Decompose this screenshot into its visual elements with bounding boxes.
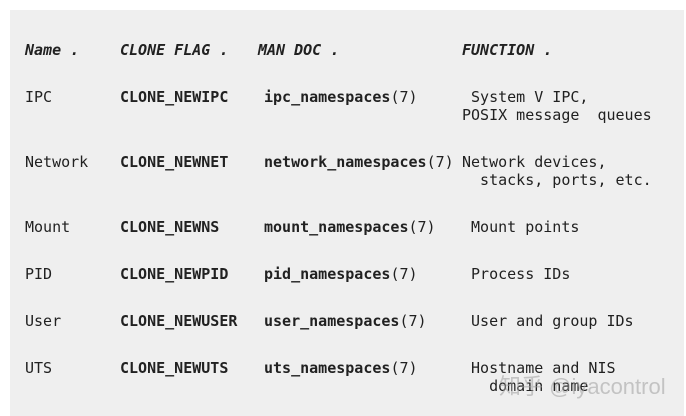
man-page-name: mount_namespaces	[264, 218, 409, 236]
table-row: User CLONE_NEWUSER user_namespaces(7) Us…	[0, 312, 686, 330]
man-page-name: user_namespaces	[264, 312, 400, 330]
table-header-row: Name . CLONE FLAG . MAN DOC . FUNCTION .	[0, 41, 686, 59]
man-page-name: uts_namespaces	[264, 359, 391, 377]
cell-name: IPC	[25, 88, 53, 106]
cell-man-doc: user_namespaces(7)	[264, 312, 427, 330]
cell-clone-flag: CLONE_NEWUSER	[120, 312, 238, 330]
table-panel	[10, 10, 684, 416]
cell-clone-flag: CLONE_NEWNET	[120, 153, 229, 171]
cell-function: Process IDs	[462, 265, 571, 283]
cell-man-doc: uts_namespaces(7)	[264, 359, 418, 377]
cell-clone-flag: CLONE_NEWIPC	[120, 88, 229, 106]
cell-name: PID	[25, 265, 53, 283]
table-row: Mount CLONE_NEWNS mount_namespaces(7) Mo…	[0, 218, 686, 236]
man-page-section: (7)	[390, 359, 418, 377]
man-page-name: pid_namespaces	[264, 265, 391, 283]
cell-name: User	[25, 312, 62, 330]
header-clone-flag: CLONE FLAG .	[120, 41, 229, 59]
cell-clone-flag: CLONE_NEWPID	[120, 265, 229, 283]
cell-function: Network devices, stacks, ports, etc.	[462, 153, 652, 189]
header-name: Name .	[25, 41, 80, 59]
man-page-section: (7)	[390, 265, 418, 283]
cell-function: Mount points	[462, 218, 580, 236]
man-page-section: (7)	[426, 153, 454, 171]
cell-name: Network	[25, 153, 89, 171]
header-function: FUNCTION .	[462, 41, 553, 59]
man-page-section: (7)	[390, 88, 418, 106]
cell-clone-flag: CLONE_NEWUTS	[120, 359, 229, 377]
zhihu-watermark: 知乎 @iyacontrol	[499, 374, 666, 399]
header-man-doc: MAN DOC .	[258, 41, 340, 59]
cell-name: Mount	[25, 218, 71, 236]
cell-man-doc: mount_namespaces(7)	[264, 218, 436, 236]
table-row: PID CLONE_NEWPID pid_namespaces(7) Proce…	[0, 265, 686, 283]
cell-man-doc: ipc_namespaces(7)	[264, 88, 418, 106]
cell-clone-flag: CLONE_NEWNS	[120, 218, 220, 236]
cell-man-doc: network_namespaces(7)	[264, 153, 454, 171]
cell-function: System V IPC, POSIX message queues	[462, 88, 652, 124]
man-page-section: (7)	[408, 218, 436, 236]
man-page-section: (7)	[399, 312, 427, 330]
cell-function: Hostname and NIS domain name	[471, 359, 616, 395]
man-page-name: ipc_namespaces	[264, 88, 391, 106]
table-row: UTS CLONE_NEWUTS uts_namespaces(7) Hostn…	[0, 359, 686, 395]
cell-name: UTS	[25, 359, 53, 377]
cell-man-doc: pid_namespaces(7)	[264, 265, 418, 283]
cell-function: User and group IDs	[462, 312, 634, 330]
table-row: IPC CLONE_NEWIPC ipc_namespaces(7) Syste…	[0, 88, 686, 124]
table-row: Network CLONE_NEWNET network_namespaces(…	[0, 153, 686, 189]
man-page-name: network_namespaces	[264, 153, 427, 171]
